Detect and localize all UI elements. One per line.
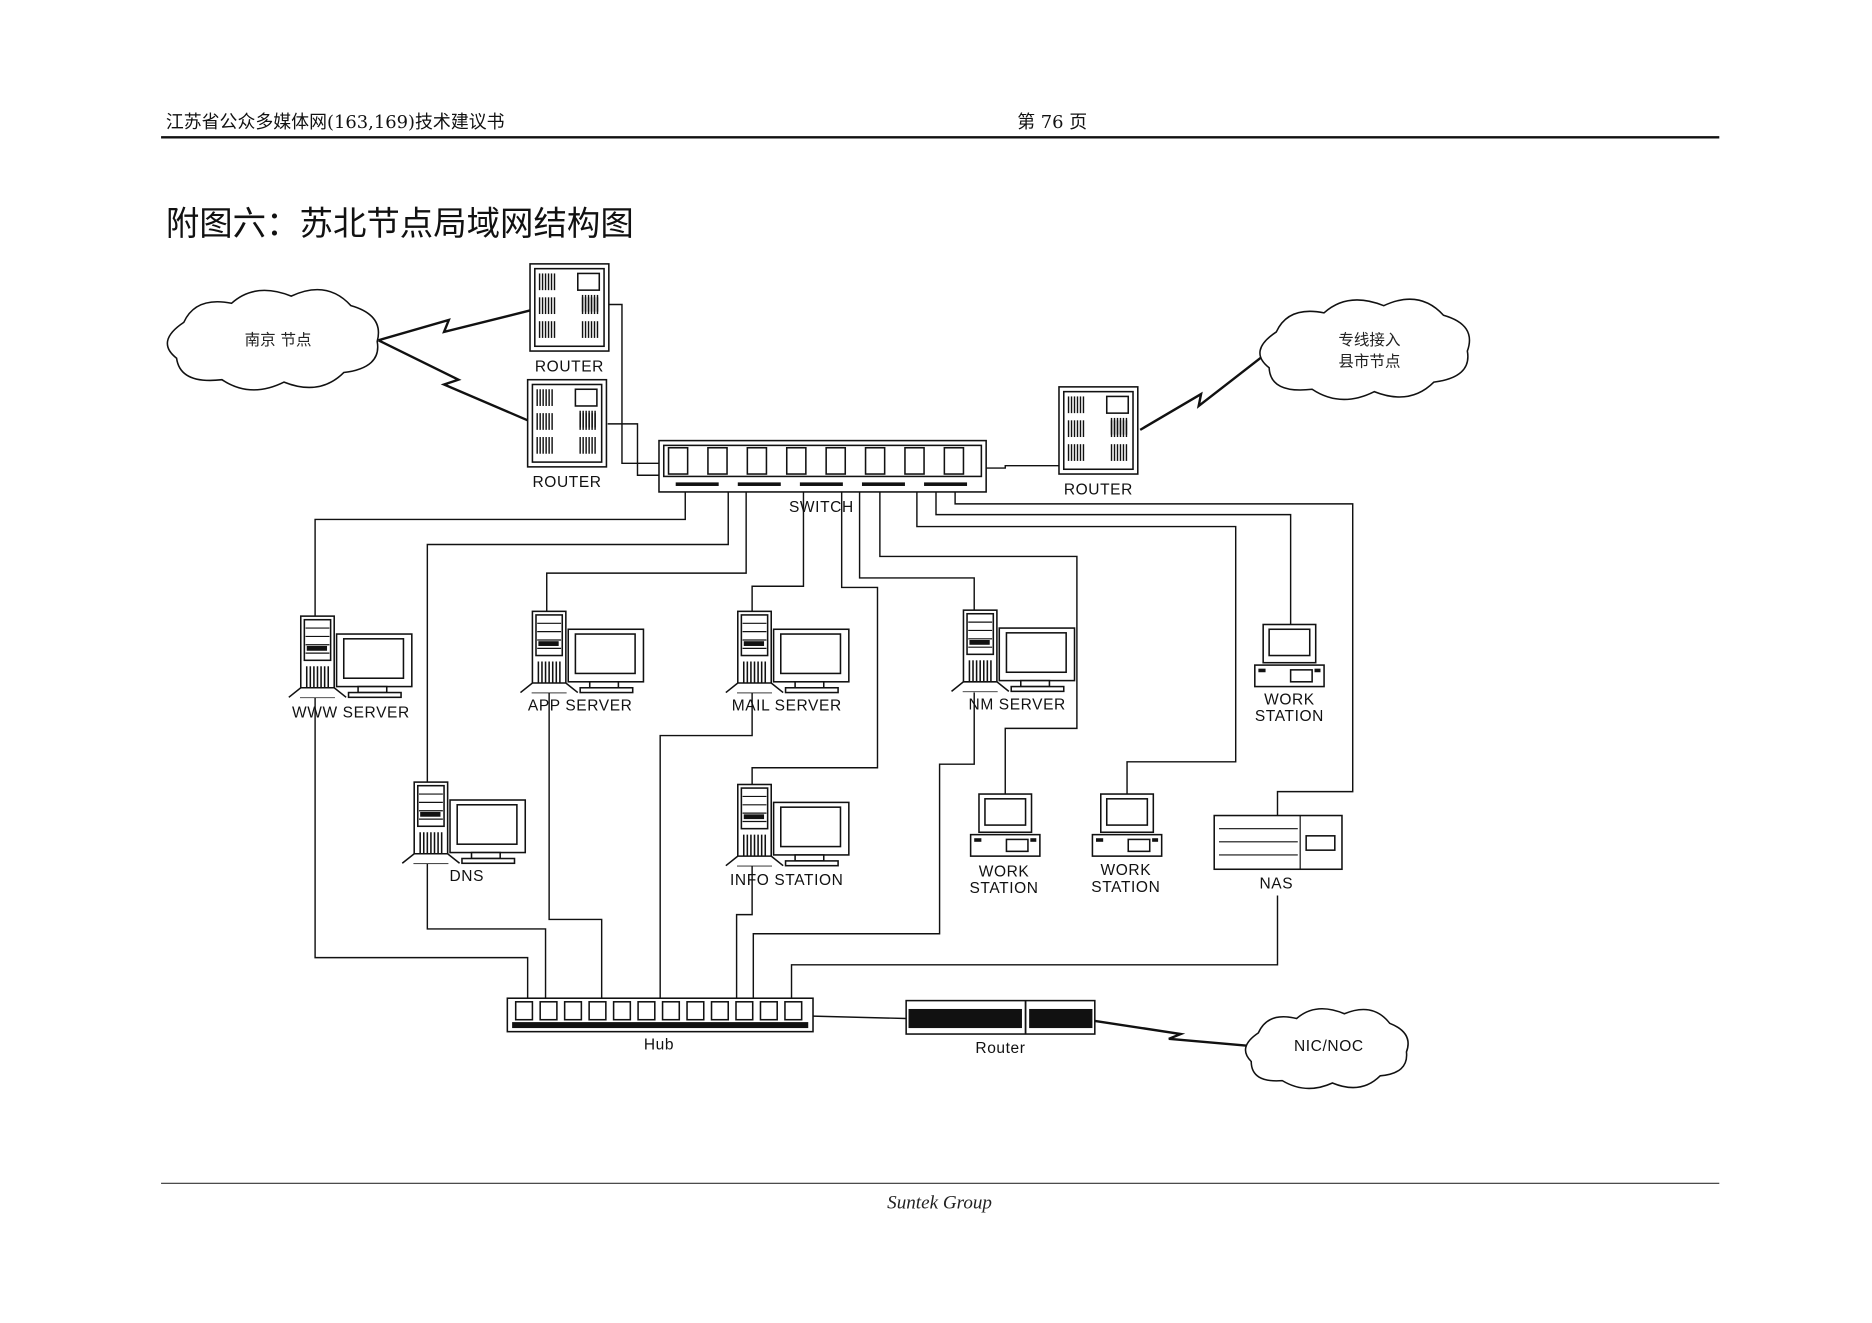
router-2-label: ROUTER (532, 474, 601, 491)
workstation-2[interactable] (969, 793, 1041, 857)
workstation-1-label-1: WORK (1264, 691, 1315, 708)
page-number: 第 76 页 (1017, 112, 1087, 133)
lightning-link-router2 (377, 339, 529, 422)
workstation-2-label-1: WORK (979, 863, 1030, 880)
lightning-link-bottom (1094, 1019, 1251, 1048)
router-1-label: ROUTER (535, 358, 604, 375)
hub-label: Hub (644, 1037, 674, 1054)
lightning-link-router3 (1139, 351, 1269, 431)
workstation-3-label-1: WORK (1101, 862, 1152, 879)
document-title: 江苏省公众多媒体网(163,169)技术建议书 (166, 112, 505, 133)
cloud-county: 专线接入 县市节点 (1259, 298, 1471, 401)
info-station-label: INFO STATION (730, 872, 843, 889)
www-server-label: WWW SERVER (292, 705, 410, 722)
footer-company: Suntek Group (887, 1192, 992, 1213)
cloud-label-county-1: 专线接入 (1338, 331, 1400, 349)
mail-server[interactable] (725, 610, 850, 694)
nm-server[interactable] (951, 609, 1076, 693)
nas[interactable] (1213, 814, 1343, 871)
router-3[interactable] (1058, 386, 1139, 475)
network-wires (314, 303, 1354, 1020)
cloud-label-county-2: 县市节点 (1338, 353, 1400, 371)
cloud-label-nic-noc: NIC/NOC (1294, 1038, 1364, 1055)
hub[interactable] (506, 997, 814, 1033)
router-bottom[interactable] (905, 999, 1096, 1035)
workstation-2-label-2: STATION (969, 880, 1038, 897)
nas-label: NAS (1259, 875, 1293, 892)
info-station[interactable] (725, 783, 850, 867)
figure-title: 附图六：苏北节点局域网结构图 (166, 204, 634, 243)
dns-server[interactable] (401, 781, 527, 865)
wan-links (377, 309, 1269, 1048)
lightning-link-router1 (378, 309, 531, 342)
router-1[interactable] (529, 263, 610, 352)
cloud-label-nanjing: 南京 节点 (245, 331, 312, 349)
workstation-1-label-2: STATION (1255, 708, 1324, 725)
cloud-nic-noc: NIC/NOC (1244, 1008, 1409, 1090)
workstation-1[interactable] (1254, 623, 1325, 688)
app-server[interactable] (519, 610, 645, 694)
workstation-3-label-2: STATION (1091, 879, 1160, 896)
cloud-nanjing: 南京 节点 (166, 288, 380, 391)
router-bottom-label: Router (975, 1040, 1025, 1057)
switch[interactable] (658, 439, 987, 493)
nm-server-label: NM SERVER (969, 696, 1066, 713)
router-2[interactable] (526, 378, 608, 468)
router-3-label: ROUTER (1064, 481, 1133, 498)
app-server-label: APP SERVER (528, 697, 633, 714)
www-server[interactable] (288, 615, 413, 699)
switch-label: SWITCH (789, 499, 854, 516)
dns-server-label: DNS (449, 868, 484, 885)
mail-server-label: MAIL SERVER (732, 697, 842, 714)
workstation-3[interactable] (1091, 793, 1163, 857)
